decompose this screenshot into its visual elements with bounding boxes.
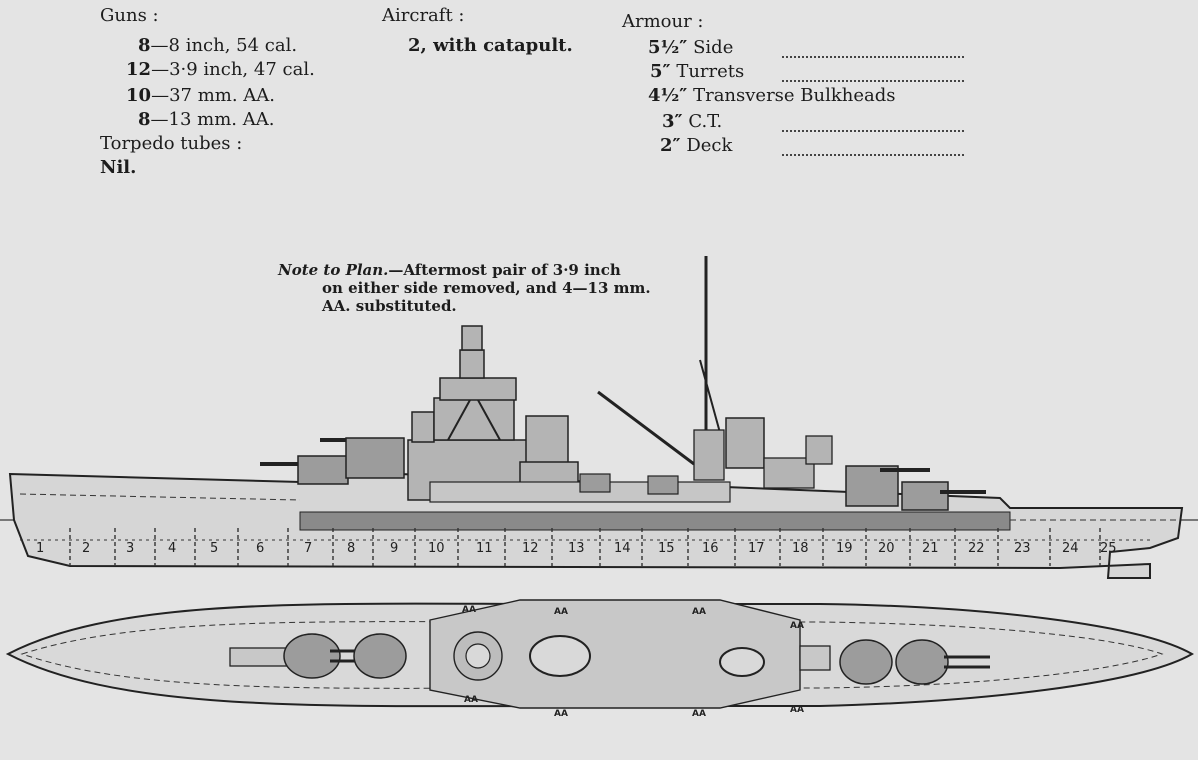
gun-line-1: 8—8 inch, 54 cal. (138, 35, 298, 56)
aircraft-value: 2, with catapult. (408, 35, 573, 56)
section-number: 1 (36, 541, 44, 556)
note-line-2: on either side removed, and 4—13 mm. (322, 279, 651, 297)
section-number: 21 (922, 541, 939, 556)
plan-forward-funnel (529, 635, 591, 677)
armour-line-ct: 3″ C.T. (662, 111, 723, 132)
after-turrets (845, 465, 986, 511)
aa-label: AA (554, 607, 568, 617)
section-number: 9 (390, 541, 398, 556)
section-number: 24 (1062, 541, 1079, 556)
section-number: 10 (428, 541, 445, 556)
section-number: 6 (256, 541, 264, 556)
after-director (805, 435, 833, 465)
torpedo-heading: Torpedo tubes : (100, 133, 243, 154)
leader-dots (782, 56, 964, 58)
section-number: 8 (347, 541, 355, 556)
turret-a (297, 455, 349, 485)
leader-dots (782, 154, 964, 156)
plan-after-funnel (719, 647, 765, 677)
section-number: 2 (82, 541, 90, 556)
armour-heading: Armour : (622, 11, 704, 32)
section-number: 22 (968, 541, 985, 556)
note-line-1: Note to Plan.—Aftermost pair of 3·9 inch (278, 261, 621, 279)
section-number: 23 (1014, 541, 1031, 556)
bridge-tower (407, 325, 529, 501)
turret-x (845, 465, 899, 507)
aa-mounts: AA AA AA AA AA AA AA AA (462, 605, 804, 719)
aa-label: AA (692, 709, 706, 719)
gun-line-3: 10—37 mm. AA. (126, 85, 275, 106)
section-number: 3 (126, 541, 134, 556)
section-number: 12 (522, 541, 539, 556)
section-number: 25 (1100, 541, 1117, 556)
after-funnel (725, 417, 765, 469)
section-number: 15 (658, 541, 675, 556)
section-number: 18 (792, 541, 809, 556)
section-number: 13 (568, 541, 585, 556)
section-number: 14 (614, 541, 631, 556)
crane-boom (597, 390, 695, 466)
forward-turrets (260, 437, 405, 485)
gun-line-2: 12—3·9 inch, 47 cal. (126, 59, 315, 80)
aircraft-heading: Aircraft : (382, 5, 465, 26)
leader-dots (782, 130, 964, 132)
section-numbers: 1 2 3 4 5 6 7 8 9 10 11 12 13 14 15 16 1… (36, 541, 1117, 556)
gun-line-4: 8—13 mm. AA. (138, 109, 275, 130)
section-number: 4 (168, 541, 176, 556)
torpedo-value: Nil. (100, 157, 137, 178)
aa-label: AA (790, 705, 804, 715)
note-line-3: AA. substituted. (322, 297, 457, 315)
aa-label: AA (462, 605, 476, 615)
leader-dots (782, 80, 964, 82)
aa-label: AA (692, 607, 706, 617)
secondary-gun-mount (647, 475, 679, 495)
armour-line-turrets: 5″ Turrets (650, 61, 745, 82)
section-number: 20 (878, 541, 895, 556)
section-number: 11 (476, 541, 493, 556)
aa-label: AA (554, 709, 568, 719)
plan-superstructure (429, 599, 801, 709)
plan-forward-turrets (229, 633, 407, 679)
section-number: 17 (748, 541, 765, 556)
aa-label: AA (464, 695, 478, 705)
armour-belt (299, 511, 1011, 531)
section-number: 16 (702, 541, 719, 556)
section-number: 5 (210, 541, 218, 556)
armour-line-side: 5½″ Side (648, 37, 734, 58)
section-dividers (69, 528, 1101, 566)
secondary-gun-mount (579, 473, 611, 493)
turret-b (345, 437, 405, 479)
plan-after-turrets (799, 639, 990, 685)
section-number: 7 (304, 541, 312, 556)
section-number: 19 (836, 541, 853, 556)
guns-heading: Guns : (100, 5, 159, 26)
aa-label: AA (790, 621, 804, 631)
armour-line-bulkheads: 4½″ Transverse Bulkheads (648, 85, 896, 106)
forward-funnel (525, 415, 569, 467)
turret-y (901, 481, 949, 511)
funnels (519, 415, 765, 499)
armour-line-deck: 2″ Deck (660, 135, 733, 156)
